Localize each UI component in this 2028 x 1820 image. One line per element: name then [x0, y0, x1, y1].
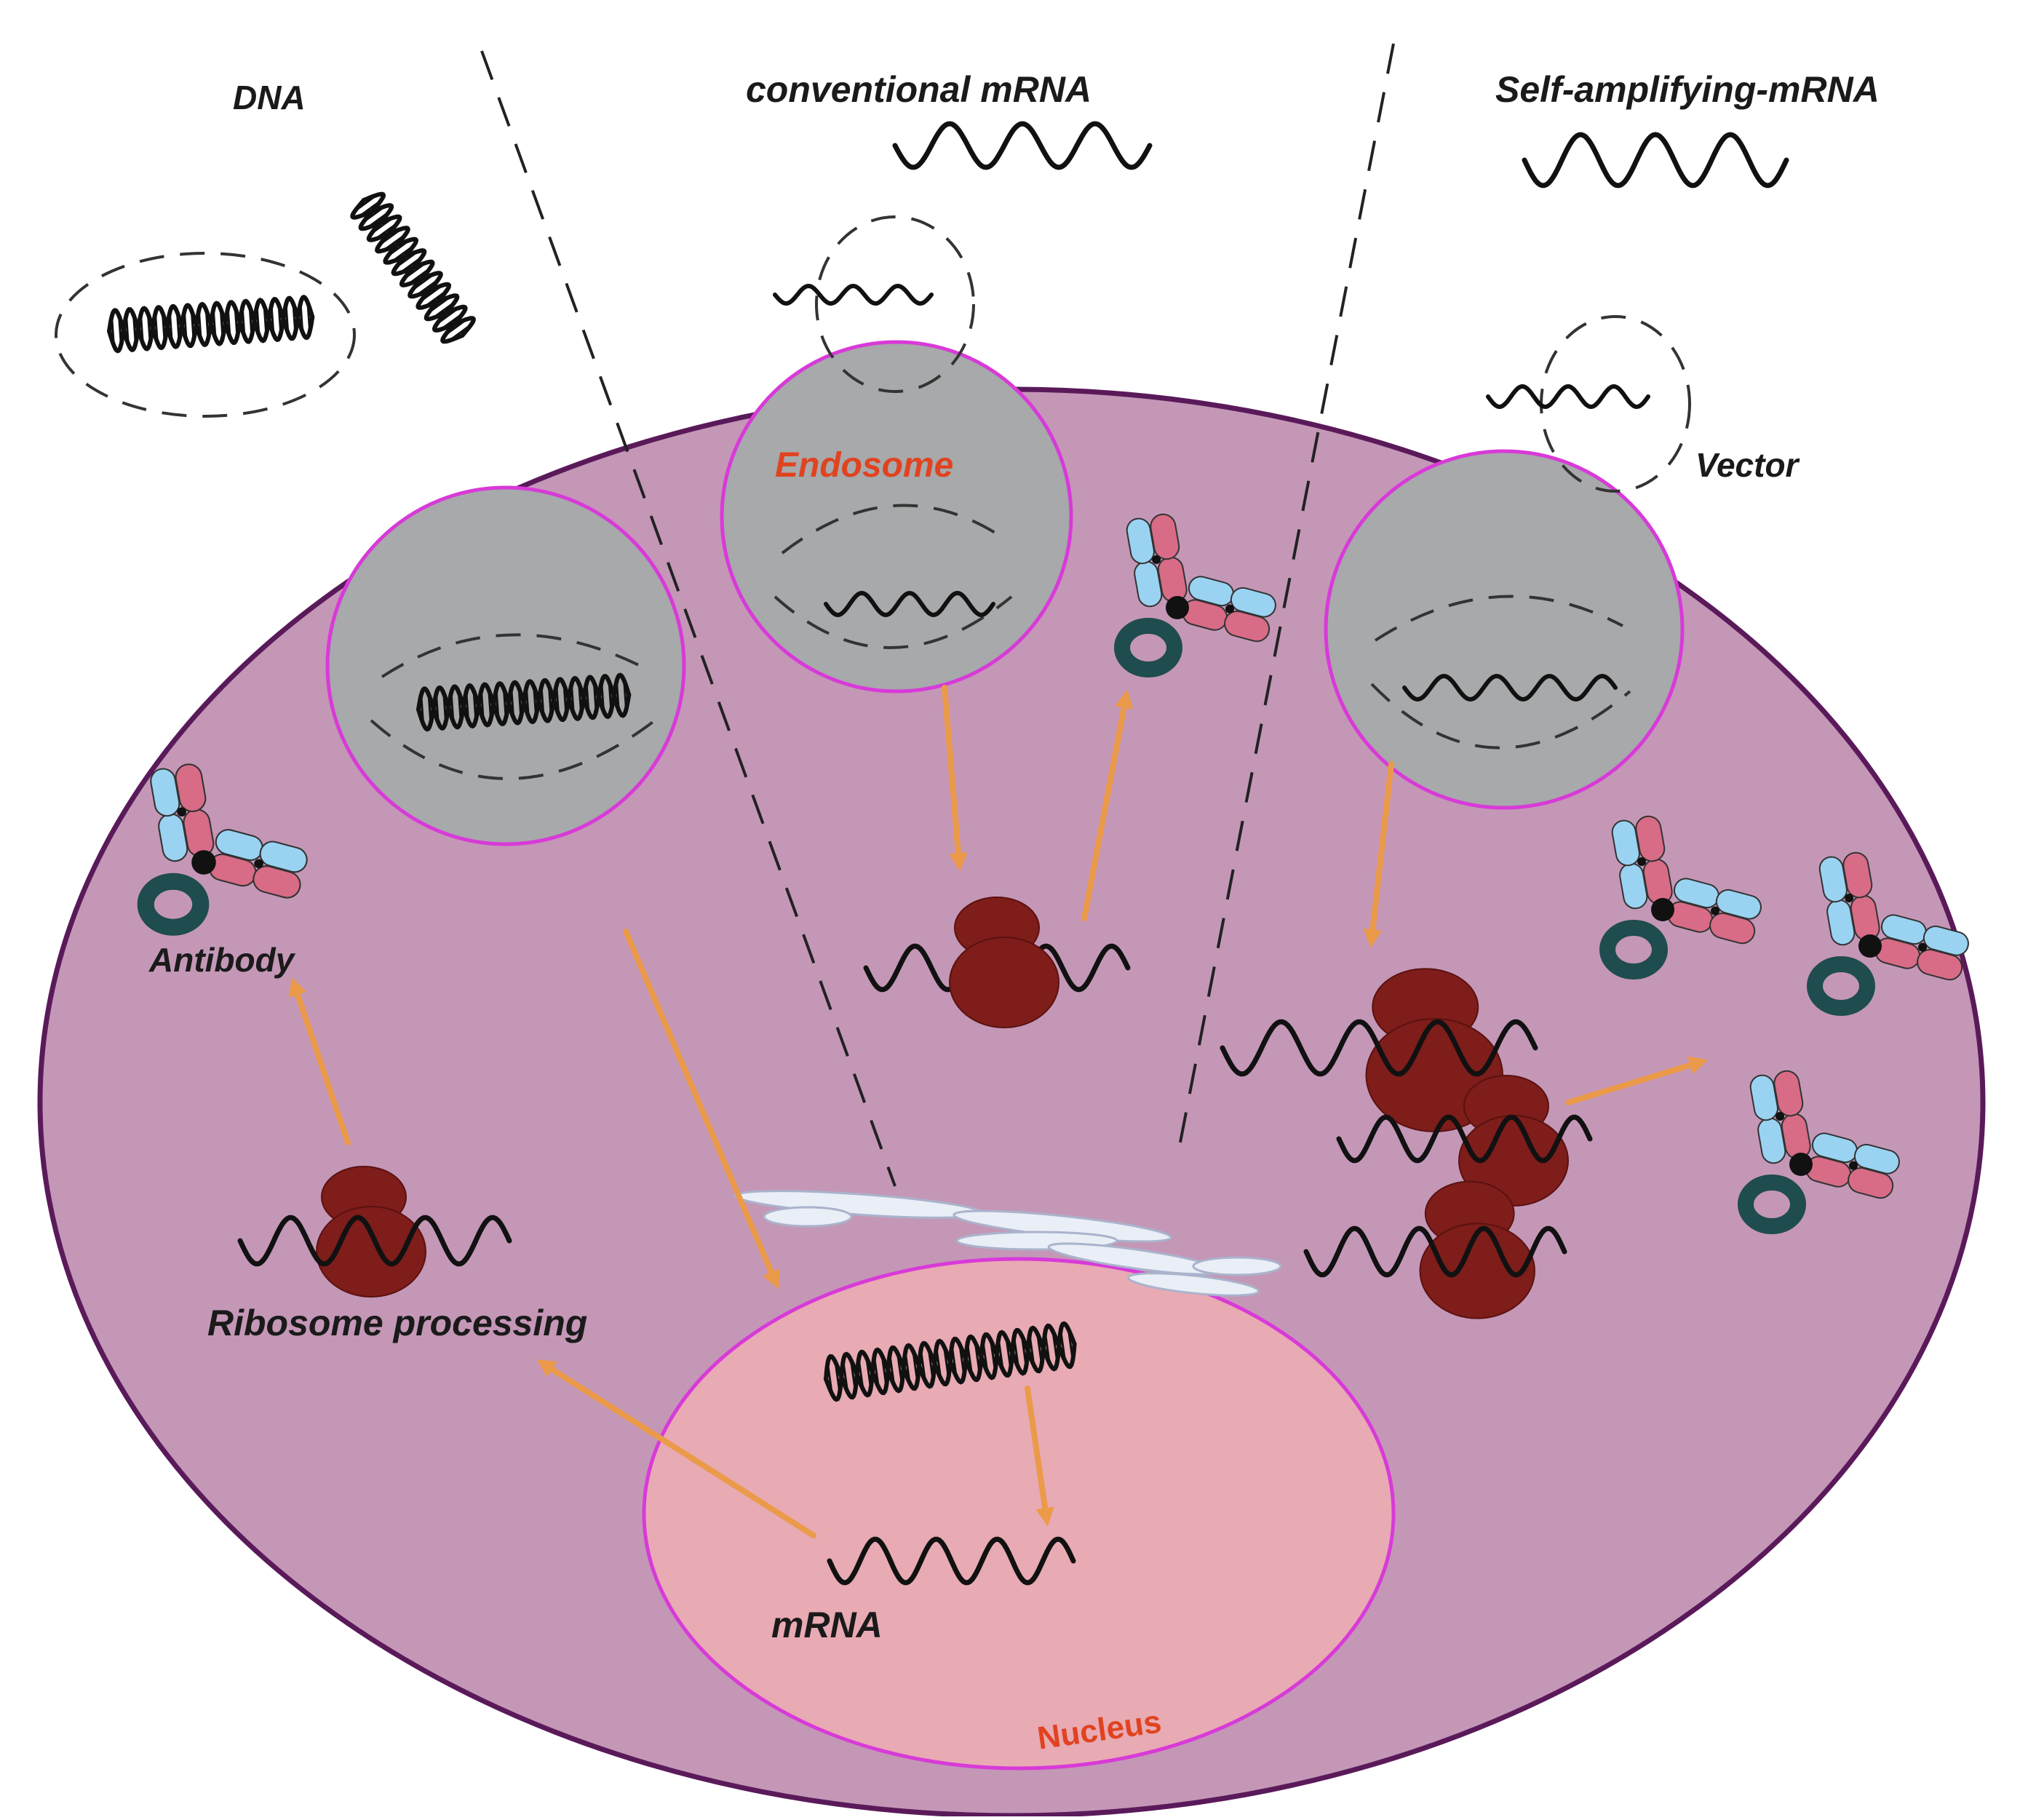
sa-endosome-capsule [1370, 595, 1631, 750]
arrow-conv-endosome-to-ribosome [942, 685, 968, 872]
endosome-conventional-mrna [720, 340, 1073, 694]
arrow-sa-ribosome-to-antibody [1565, 1056, 1709, 1105]
endosome-dna [325, 485, 686, 846]
endoplasmic-reticulum-icon [733, 1190, 1282, 1297]
sa-mrna-vector-capsule [1540, 315, 1691, 493]
antibody-icon-sa-3 [1738, 1070, 1900, 1234]
mrna-strand-sa-vector-icon [1486, 384, 1650, 410]
antibody-icon-sa-2 [1807, 851, 1969, 1016]
antibody-icon-sa-1 [1599, 815, 1762, 979]
arrow-conv-ribosome-to-antibody [1081, 689, 1134, 921]
mrna-strand-sa-icon [1522, 132, 1789, 188]
label-ribosome-processing: Ribosome processing [207, 1303, 587, 1343]
label-mrna: mRNA [771, 1605, 883, 1645]
mrna-strand-conventional-vector-icon [773, 283, 934, 306]
label-vector: Vector [1695, 446, 1800, 484]
dna-helix-icon [107, 294, 315, 354]
arrow-dna-to-mrna [1025, 1386, 1054, 1527]
label-antibody: Antibody [148, 941, 296, 979]
ribosome-sa-3-icon [1419, 1180, 1535, 1319]
arrow-nucleus-to-ribosome [536, 1359, 816, 1538]
dna-helix-nucleus-icon [824, 1321, 1077, 1402]
mrna-strand-conventional-endosome-icon [824, 590, 995, 618]
arrow-endosome-to-nucleus [623, 929, 780, 1290]
endosome-self-amplifying-mrna [1324, 449, 1685, 810]
nucleus [642, 1257, 1396, 1771]
mrna-strand-sa-2-icon [1336, 1114, 1593, 1164]
antibody-icon-conventional [1114, 513, 1276, 677]
label-endosome: Endosome [775, 446, 953, 485]
mrna-strand-nucleus-icon [827, 1536, 1076, 1586]
label-conventional-mrna: conventional mRNA [746, 69, 1091, 110]
antibody-icon-left [137, 763, 308, 936]
divider-left [480, 50, 896, 1187]
mrna-strand-sa-1-icon [1220, 1019, 1538, 1077]
arrow-sa-endosome-to-ribosome [1363, 761, 1394, 948]
dna-endosome-capsule [370, 633, 656, 780]
label-self-amplifying-mrna: Self-amplifying-mRNA [1495, 69, 1880, 110]
ribosome-dna-path-icon [316, 1166, 426, 1298]
ribosome-conventional-icon [949, 897, 1059, 1028]
arrow-ribosome-to-antibody [288, 977, 351, 1145]
arrows [288, 685, 1709, 1538]
mrna-strand-dna-path-icon [237, 1215, 512, 1267]
mrna-strand-sa-3-icon [1303, 1225, 1567, 1278]
mrna-strand-conventional-icon [892, 121, 1153, 170]
dna-helix-free-icon [350, 191, 476, 344]
generated-shapes [107, 121, 1969, 1586]
dna-vector-capsule [55, 252, 356, 418]
label-dna: DNA [233, 79, 306, 116]
mrna-strand-sa-endosome-icon [1402, 674, 1618, 702]
dna-helix-endosome-icon [416, 672, 632, 732]
divider-right [1177, 43, 1395, 1151]
conventional-endosome-capsule [774, 504, 1013, 649]
conventional-mrna-vector-capsule [815, 215, 975, 393]
